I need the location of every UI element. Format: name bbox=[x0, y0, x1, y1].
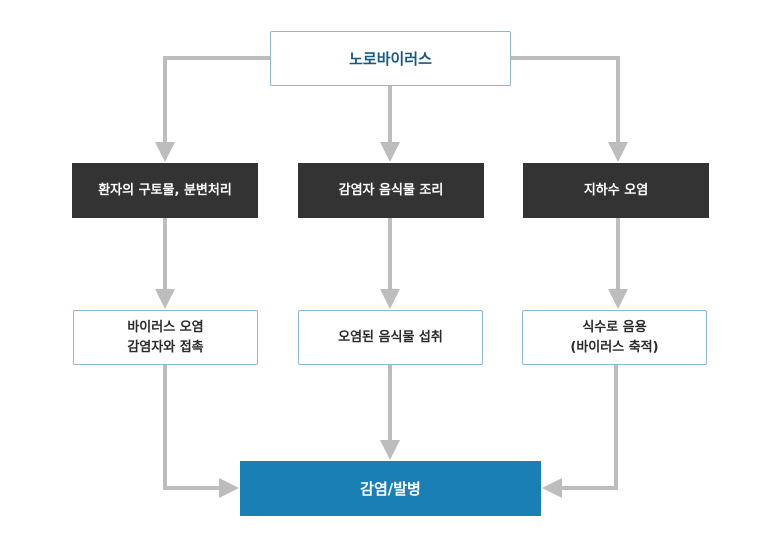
route-node-label: 오염된 음식물 섭취 bbox=[338, 329, 443, 345]
arrow-root-to-right bbox=[511, 56, 628, 162]
route-node-food: 오염된 음식물 섭취 bbox=[298, 310, 483, 365]
route-node-label: 식수로 음용 (바이러스 축적) bbox=[570, 319, 659, 355]
root-node-label: 노로바이러스 bbox=[349, 49, 432, 68]
route-node-drinking-water: 식수로 음용 (바이러스 축적) bbox=[522, 310, 707, 365]
result-node-label: 감염/발병 bbox=[360, 479, 421, 498]
root-node-norovirus: 노로바이러스 bbox=[270, 31, 511, 86]
source-node-label: 감염자 음식물 조리 bbox=[338, 182, 444, 198]
result-node-infection: 감염/발병 bbox=[240, 461, 541, 516]
source-node-label: 지하수 오염 bbox=[583, 182, 649, 198]
source-node-label: 환자의 구토물, 분변처리 bbox=[98, 182, 232, 198]
arrow-right-route-to-result bbox=[542, 365, 618, 498]
source-node-infected-cook: 감염자 음식물 조리 bbox=[298, 163, 484, 218]
route-node-contact: 바이러스 오염 감염자와 접촉 bbox=[73, 310, 258, 365]
source-node-patient-vomit: 환자의 구토물, 분변처리 bbox=[72, 163, 258, 218]
arrow-left-route-to-result bbox=[163, 365, 239, 498]
route-node-label: 바이러스 오염 감염자와 접촉 bbox=[127, 319, 204, 355]
source-node-groundwater: 지하수 오염 bbox=[523, 163, 709, 218]
arrow-root-to-left bbox=[155, 56, 270, 162]
